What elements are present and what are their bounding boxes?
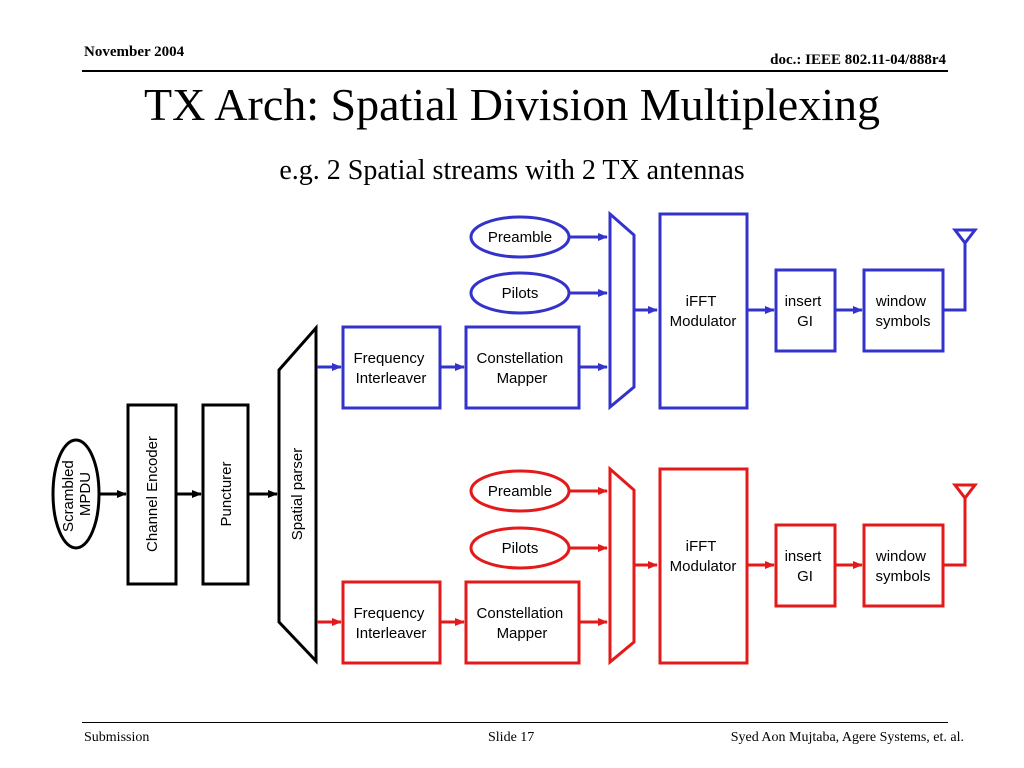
antenna-icon-1 [951, 228, 979, 246]
ifft-label-1: iFFT Modulator [670, 293, 737, 330]
footer-authors: Syed Aon Mujtaba, Agere Systems, et. al. [730, 730, 964, 745]
antenna-feed-2 [944, 498, 967, 567]
freq-interleaver-label-2: Frequency Interleaver [353, 605, 428, 642]
ifft-modulator-box-1 [658, 212, 749, 410]
scrambled-mpdu-label: Scrambled MPDU [60, 456, 94, 532]
ifft-label-2: iFFT Modulator [670, 538, 737, 575]
slide-title: TX Arch: Spatial Division Multiplexing [144, 79, 880, 130]
preamble-oval-1 [469, 215, 571, 259]
footer-divider [82, 722, 948, 723]
multiplexer-2 [608, 465, 636, 666]
freq-interleaver-box-2 [341, 580, 442, 665]
spatial-parser-shape [277, 324, 318, 665]
insert-gi-box-1 [774, 268, 837, 353]
pilots-label-2: Pilots [502, 540, 539, 557]
window-symbols-box-2 [862, 523, 945, 608]
freq-interleaver-label-1: Frequency Interleaver [353, 350, 428, 387]
stream-2-chain [317, 465, 979, 666]
channel-encoder-box [126, 403, 178, 586]
header-doc-id: doc.: IEEE 802.11-04/888r4 [770, 52, 946, 68]
scrambled-mpdu-oval [51, 438, 101, 550]
slide-subtitle: e.g. 2 Spatial streams with 2 TX antenna… [279, 155, 745, 186]
footer-submission: Submission [84, 730, 150, 745]
multiplexer-1 [608, 210, 636, 411]
freq-interleaver-box-1 [341, 325, 442, 410]
header-divider [82, 70, 948, 72]
common-chain: Scrambled MPDU Channel Encoder Puncturer… [51, 324, 318, 665]
pilots-oval-2 [469, 526, 571, 570]
spatial-parser-label: Spatial parser [289, 448, 306, 541]
window-symbols-label-2: window symbols [875, 548, 931, 585]
ifft-modulator-box-2 [658, 467, 749, 665]
antenna-feed-1 [944, 243, 967, 312]
stream-1-chain [317, 210, 979, 411]
antenna-icon-2 [951, 483, 979, 501]
preamble-label-2: Preamble [488, 483, 552, 500]
insert-gi-label-1: insert GI [785, 293, 826, 330]
channel-encoder-label: Channel Encoder [144, 436, 161, 552]
pilots-label-1: Pilots [502, 285, 539, 302]
preamble-oval-2 [469, 469, 571, 513]
constellation-mapper-label-2: Constellation Mapper [477, 605, 568, 642]
preamble-label-1: Preamble [488, 229, 552, 246]
insert-gi-box-2 [774, 523, 837, 608]
footer-slide-number: Slide 17 [488, 730, 535, 745]
puncturer-label: Puncturer [218, 461, 235, 526]
pilots-oval-1 [469, 271, 571, 315]
constellation-mapper-box-1 [464, 325, 581, 410]
window-symbols-label-1: window symbols [875, 293, 931, 330]
constellation-mapper-label-1: Constellation Mapper [477, 350, 568, 387]
constellation-mapper-box-2 [464, 580, 581, 665]
header-date: November 2004 [84, 44, 185, 60]
window-symbols-box-1 [862, 268, 945, 353]
insert-gi-label-2: insert GI [785, 548, 826, 585]
puncturer-box [201, 403, 250, 586]
